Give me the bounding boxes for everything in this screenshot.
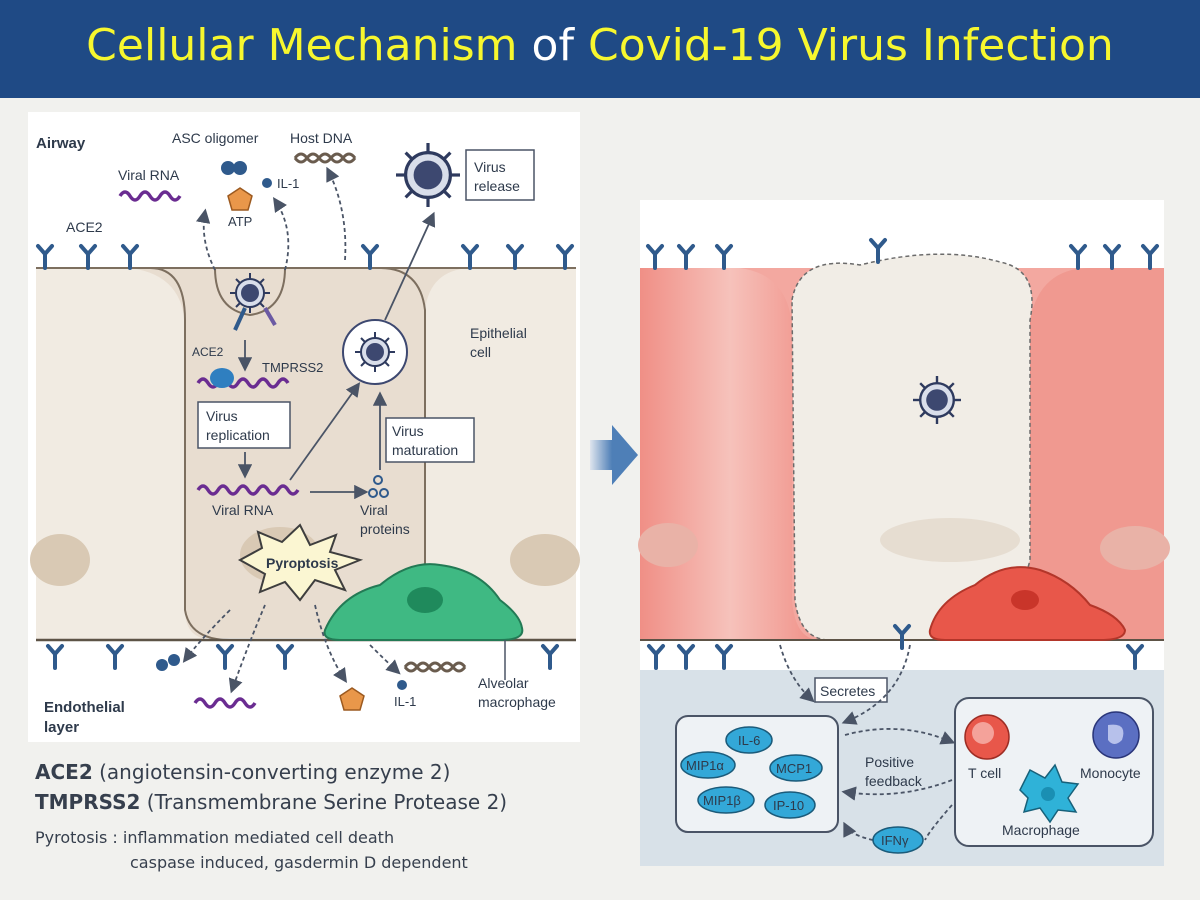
label-ace2-top: ACE2 (66, 219, 103, 235)
legend-pyrotosis-2: caspase induced, gasdermin D dependent (130, 853, 468, 872)
left-panel: Airway ASC oligomer Host DNA Viral RNA I… (28, 112, 580, 742)
label-alveolar-2: macrophage (478, 694, 556, 710)
label-virus-release-1: Virus (474, 159, 506, 175)
legend-tmprss2-abbr: TMPRSS2 (35, 790, 141, 814)
label-mip1b: MIP1β (703, 793, 741, 808)
cytokine-mcp1 (769, 754, 823, 782)
legend-ace2-full: (angiotensin-converting enzyme 2) (99, 760, 451, 784)
label-virus-replication-1: Virus (206, 408, 238, 424)
legend-tmprss2: TMPRSS2 (Transmembrane Serine Protease 2… (35, 790, 507, 814)
label-asc-oligomer: ASC oligomer (172, 130, 259, 146)
right-panel: Secretes IL-6 MIP1α MCP1 MIP1β IP-10 Pos… (638, 200, 1170, 866)
monocyte-icon (1092, 711, 1140, 759)
label-monocyte: Monocyte (1080, 765, 1141, 781)
label-il1-top: IL-1 (277, 176, 299, 191)
label-ip10: IP-10 (773, 798, 804, 813)
label-epithelial-2: cell (470, 344, 491, 360)
cytokine-ip10 (764, 791, 816, 819)
virus-replication-box (197, 401, 291, 449)
t-cell-icon (964, 714, 1010, 760)
cytokine-mip1b (697, 786, 755, 814)
label-il1-bottom: IL-1 (394, 694, 416, 709)
title-part-1: Cellular Mechanism (86, 20, 518, 71)
label-pyroptosis: Pyroptosis (266, 555, 339, 571)
macrophage-icon (1019, 763, 1080, 824)
label-ifng: IFNγ (881, 833, 909, 848)
virus-maturation-box (385, 417, 475, 463)
transition-arrow (590, 425, 638, 485)
label-alveolar-1: Alveolar (478, 675, 529, 691)
label-secretes: Secretes (820, 683, 875, 699)
cytokine-mip1a (680, 751, 736, 779)
label-virus-maturation-2: maturation (392, 442, 458, 458)
entering-virus (229, 272, 271, 314)
asc-oligomer-icon (221, 161, 247, 175)
cytokine-ifng (872, 826, 924, 854)
label-viral-proteins-2: proteins (360, 521, 410, 537)
label-positive-1: Positive (865, 754, 914, 770)
virus-release-box (465, 149, 535, 201)
label-virus-replication-2: replication (206, 427, 270, 443)
il1-bottom-icon (397, 680, 407, 690)
label-viral-rna-top: Viral RNA (118, 167, 180, 183)
slide-title: Cellular Mechanism of Covid-19 Virus Inf… (0, 18, 1200, 74)
vesicle-virus (342, 319, 408, 385)
pyroptosis-burst (237, 523, 364, 602)
label-t-cell: T cell (968, 765, 1001, 781)
alveolar-macrophage (323, 563, 524, 641)
label-mip1a: MIP1α (686, 758, 724, 773)
cytokine-il6 (725, 726, 773, 754)
label-endothelial-1: Endothelial (44, 699, 125, 716)
label-atp: ATP (228, 214, 252, 229)
label-viral-proteins-1: Viral (360, 502, 388, 518)
viral-rna-mid-icon (196, 484, 300, 496)
atp-bottom-icon (339, 687, 365, 711)
asc-oligomer-bottom-icon (156, 654, 180, 671)
label-viral-rna-mid: Viral RNA (212, 502, 274, 518)
legend-ace2-abbr: ACE2 (35, 760, 93, 784)
label-macrophage: Macrophage (1002, 822, 1080, 838)
red-macrophage (928, 566, 1127, 641)
label-epithelial-1: Epithelial (470, 325, 527, 341)
secretes-box (814, 677, 888, 703)
title-bar: Cellular Mechanism of Covid-19 Virus Inf… (0, 0, 1200, 98)
atp-icon (227, 187, 253, 211)
label-positive-2: feedback (865, 773, 923, 789)
legend-pyrotosis-1: Pyrotosis : inflammation mediated cell d… (35, 828, 395, 847)
label-il6: IL-6 (738, 733, 760, 748)
released-virus (394, 141, 462, 209)
title-part-3: Covid-19 Virus Infection (587, 20, 1114, 71)
label-tmprss2: TMPRSS2 (262, 360, 323, 375)
label-virus-release-2: release (474, 178, 520, 194)
viral-rna-inner-icon (196, 368, 290, 389)
label-virus-maturation-1: Virus (392, 423, 424, 439)
legend-tmprss2-full: (Transmembrane Serine Protease 2) (146, 790, 508, 814)
label-host-dna: Host DNA (290, 130, 353, 146)
il1-top-icon (262, 178, 272, 188)
label-mcp1: MCP1 (776, 761, 812, 776)
label-ace2-inner: ACE2 (192, 345, 224, 359)
label-airway: Airway (36, 135, 86, 152)
viral-proteins-icon (368, 475, 389, 498)
title-part-2: of (531, 20, 574, 71)
legend-ace2: ACE2 (angiotensin-converting enzyme 2) (35, 760, 450, 784)
label-endothelial-2: layer (44, 719, 79, 736)
